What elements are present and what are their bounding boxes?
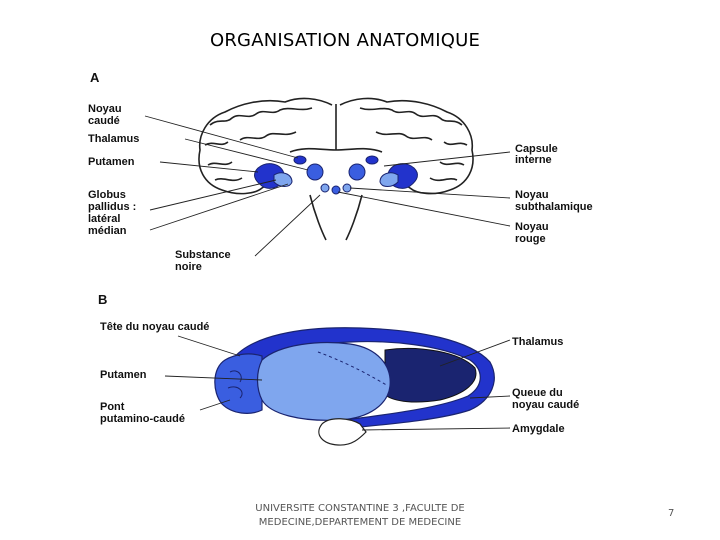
label-pont-1: Pont <box>100 401 125 413</box>
footer-line-1: UNIVERSITE CONSTANTINE 3 ,FACULTE DE <box>255 503 465 514</box>
dashed-boundary <box>317 351 389 387</box>
label-noyau-rouge-2: rouge <box>515 233 546 245</box>
label-putamen-b: Putamen <box>100 369 147 381</box>
label-amygdale: Amygdale <box>512 423 565 435</box>
footer-institution: UNIVERSITE CONSTANTINE 3 ,FACULTE DE MED… <box>235 502 485 530</box>
panel-letter-b: B <box>98 292 107 307</box>
label-noyau-caude-2: caudé <box>88 115 120 127</box>
label-queue-2: noyau caudé <box>512 399 579 411</box>
label-substance-2: noire <box>175 261 202 273</box>
label-pont-2: putamino-caudé <box>100 413 185 425</box>
bridge-strands <box>227 370 243 399</box>
labels-b: Tête du noyau caudé Putamen Pont putamin… <box>100 321 579 435</box>
label-noyau-rouge-1: Noyau <box>515 221 549 233</box>
label-tete: Tête du noyau caudé <box>100 321 209 333</box>
label-globus-3: latéral <box>88 213 120 225</box>
label-noyau-sub-1: Noyau <box>515 189 549 201</box>
label-globus-2: pallidus : <box>88 201 136 213</box>
thalamus-shape <box>384 347 477 403</box>
label-thalamus-a: Thalamus <box>88 133 139 145</box>
label-capsule-1: Capsule <box>515 143 558 155</box>
footer-line-2: MEDECINE,DEPARTEMENT DE MEDECINE <box>258 517 462 528</box>
label-putamen-a: Putamen <box>88 156 135 168</box>
label-capsule-2: interne <box>515 154 552 166</box>
basal-nuclei-a <box>254 155 418 195</box>
leader-lines-b <box>164 335 511 431</box>
putamen-shape <box>256 341 391 421</box>
figure-b: B Tête du noyau caudé Putamen Pont putam… <box>98 292 579 446</box>
label-substance-1: Substance <box>175 249 231 261</box>
label-thalamus-b: Thalamus <box>512 336 563 348</box>
putamen-bridges-shape <box>214 353 263 414</box>
amygdala-shape <box>318 418 367 446</box>
labels-a: Noyau caudé Thalamus Putamen Globus pall… <box>88 103 593 273</box>
slide-title: ORGANISATION ANATOMIQUE <box>209 30 481 51</box>
label-noyau-sub-2: subthalamique <box>515 201 593 213</box>
figure-a: A <box>88 70 593 273</box>
label-queue-1: Queue du <box>512 387 563 399</box>
panel-letter-a: A <box>90 70 100 85</box>
label-globus-1: Globus <box>88 189 126 201</box>
brain-coronal-outline <box>198 97 474 241</box>
label-noyau-caude-1: Noyau <box>88 103 122 115</box>
page-number: 7 <box>668 508 675 519</box>
leader-lines-a <box>144 115 511 257</box>
label-globus-4: médian <box>88 225 127 237</box>
